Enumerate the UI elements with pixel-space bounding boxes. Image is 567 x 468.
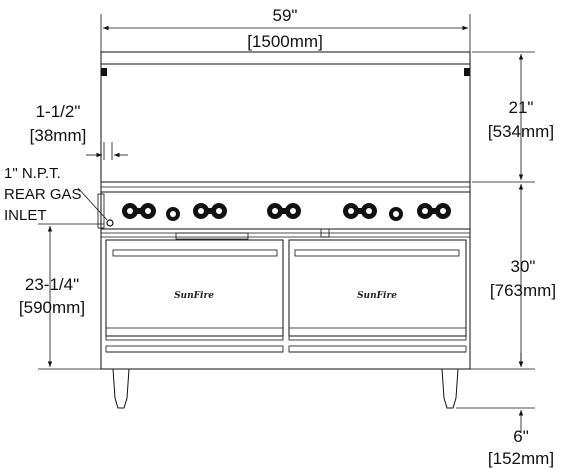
inlet-height-inches: 23-1/4" <box>25 275 79 294</box>
inlet-height-mm: [590mm] <box>19 298 85 317</box>
legs <box>112 368 459 409</box>
right-oven-handle <box>294 249 460 257</box>
oven-knob-1 <box>166 207 180 221</box>
width-dimension: 59" [1500mm] <box>100 6 471 52</box>
oven-body <box>100 228 471 370</box>
leg-height-inches: 6" <box>513 427 529 446</box>
knob-pair-2 <box>193 203 227 219</box>
height-dimensions: 21" [534mm] 30" [763mm] 6" [152mm] <box>456 51 556 468</box>
backsplash-height-mm: [534mm] <box>488 122 554 141</box>
width-inches-label: 59" <box>273 6 298 25</box>
left-oven-brand: SunFire <box>174 291 214 301</box>
right-oven-door: SunFire <box>288 239 467 353</box>
backsplash-height-inches: 21" <box>509 98 534 117</box>
backsplash-bolt-left <box>101 68 107 76</box>
width-mm-label: [1500mm] <box>247 32 323 51</box>
gas-inlet-marker <box>106 219 114 227</box>
knob-pair-5 <box>417 203 451 219</box>
body-height-inches: 30" <box>511 257 536 276</box>
gas-inlet-callout: 1" N.P.T. REAR GAS INLET <box>4 165 114 227</box>
control-panel <box>97 181 471 230</box>
gas-inlet-note-line3: INLET <box>4 207 47 224</box>
backsplash <box>100 51 471 183</box>
leg-height-mm: [152mm] <box>488 449 554 468</box>
inlet-height-dimension: 23-1/4" [590mm] <box>19 223 104 370</box>
knob-pair-3 <box>267 203 301 219</box>
inlet-offset-inches: 1-1/2" <box>36 102 81 121</box>
knob-pair-1 <box>122 203 156 219</box>
knob-pair-4 <box>343 203 377 219</box>
left-oven-door: SunFire <box>105 239 284 353</box>
inlet-offset-mm: [38mm] <box>30 126 87 145</box>
oven-knob-2 <box>389 207 403 221</box>
gas-inlet-note-line1: 1" N.P.T. <box>4 165 61 182</box>
left-oven-handle <box>112 249 278 257</box>
body-height-mm: [763mm] <box>490 281 556 300</box>
backsplash-bolt-right <box>464 68 470 76</box>
right-oven-brand: SunFire <box>357 291 397 301</box>
gas-inlet-note-line2: REAR GAS <box>4 186 82 203</box>
inlet-offset-dimension: 1-1/2" [38mm] <box>30 102 128 160</box>
